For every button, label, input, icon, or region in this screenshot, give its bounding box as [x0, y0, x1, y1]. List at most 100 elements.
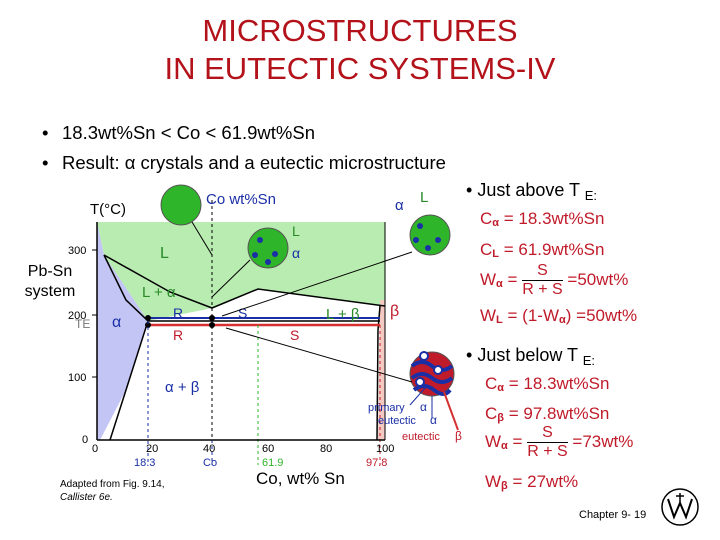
- just-above-w-alpha: Wα = S R + S =50wt%: [480, 262, 628, 299]
- primary-arrow: [409, 387, 426, 406]
- title-line-2: IN EUTECTIC SYSTEMS-IV: [164, 51, 556, 86]
- slide-title: MICROSTRUCTURES IN EUTECTIC SYSTEMS-IV: [0, 12, 720, 88]
- alpha-crystal-dot: [417, 223, 423, 229]
- callout-l: L: [420, 189, 428, 206]
- region-l-beta: L + β: [326, 306, 360, 323]
- c-alpha-sub: α: [492, 217, 500, 229]
- x-special-co: Co: [203, 457, 217, 469]
- x-tick-label: 0: [92, 443, 98, 455]
- eutectic-beta: β: [455, 429, 462, 443]
- callout-l-small: L: [292, 223, 300, 239]
- w-l-sub: L: [496, 314, 503, 326]
- x-tick-label: 100: [376, 443, 394, 455]
- r-label-top: R: [173, 305, 183, 321]
- just-above-heading-sub: E:: [584, 188, 598, 203]
- bullet-composition: 18.3wt%Sn < Co < 61.9wt%Sn: [42, 118, 446, 148]
- alpha-crystal-dot: [272, 251, 278, 257]
- c-beta-sub: β: [497, 412, 504, 424]
- s-label-bottom: S: [290, 327, 299, 343]
- system-label-line-1: Pb-Sn: [27, 263, 73, 280]
- x-tick-label: 40: [203, 443, 215, 455]
- primary-label: primary: [368, 402, 405, 414]
- w-l-value: = (1-W: [507, 306, 559, 325]
- w-alpha-eq: =: [512, 431, 523, 451]
- tie-point: [209, 322, 215, 328]
- c-l-sub: L: [492, 248, 500, 260]
- eutectic-label-1: eutectic: [378, 415, 416, 427]
- primary-alpha-dot: [415, 377, 425, 387]
- label-beta: β: [390, 303, 399, 320]
- bullet-result: Result: α crystals and a eutectic micros…: [42, 148, 446, 178]
- fraction-numerator: S: [527, 424, 568, 443]
- just-below-heading-text: Just below T: [477, 345, 578, 365]
- r-label-bottom: R: [173, 327, 183, 343]
- co-circle-label: Co wt%Sn: [206, 191, 276, 208]
- just-above-c-l: CL = 61.9wt%Sn: [480, 240, 604, 260]
- w-alpha-fraction: S R + S: [527, 424, 568, 461]
- primary-alpha: α: [420, 400, 427, 414]
- x-special-98: 97.8: [366, 457, 387, 469]
- bullet-list: 18.3wt%Sn < Co < 61.9wt%Sn Result: α cry…: [42, 118, 446, 178]
- alpha-crystal-dot: [257, 237, 263, 243]
- solidus-beta: [376, 305, 381, 441]
- alpha-region: [97, 222, 148, 440]
- w-alpha-symbol: W: [485, 431, 502, 451]
- l-alpha-pointer: [211, 259, 251, 298]
- primary-alpha-dot: [419, 351, 429, 361]
- c-l-value: = 61.9wt%Sn: [503, 240, 605, 259]
- w-beta-symbol: W: [485, 472, 502, 491]
- adapted-line-1: Adapted from Fig. 9.14,: [60, 479, 165, 490]
- x-tick-label: 20: [146, 443, 158, 455]
- x-axis-label: Co, wt% Sn: [256, 469, 345, 488]
- w-beta-value: = 27wt%: [512, 472, 579, 491]
- y-tick-label: 200: [68, 310, 86, 322]
- university-logo-icon: [661, 488, 699, 526]
- just-below-w-beta: Wβ = 27wt%: [485, 472, 578, 492]
- region-alpha: α: [112, 314, 121, 331]
- eutectic-alpha: α: [430, 413, 437, 427]
- region-l-alpha: L + α: [142, 284, 176, 301]
- tie-point: [145, 322, 151, 328]
- c-alpha-value: = 18.3wt%Sn: [508, 374, 610, 393]
- x-tick-label: 60: [262, 443, 274, 455]
- co-circle-pointer: [191, 221, 213, 256]
- eutectic-beta-arrow: [443, 391, 459, 431]
- lamellae: [410, 372, 454, 384]
- callout-alpha: α: [395, 197, 404, 214]
- w-alpha-symbol: W: [480, 269, 497, 289]
- just-above-w-l: WL = (1-Wα) =50wt%: [480, 306, 637, 326]
- w-alpha-eq: =: [507, 269, 518, 289]
- callout-alpha-small: α: [292, 245, 300, 261]
- w-l-symbol: W: [480, 306, 497, 325]
- lamellae: [410, 360, 454, 372]
- alpha-crystal-dot: [435, 237, 441, 243]
- chapter-footer: Chapter 9- 19: [579, 509, 647, 521]
- c-alpha-value: = 18.3wt%Sn: [503, 209, 605, 228]
- w-l-value-end: ) =50wt%: [565, 306, 638, 325]
- fraction-denominator: R + S: [527, 443, 568, 460]
- w-alpha-sub: α: [501, 439, 508, 452]
- primary-alpha-dot: [433, 365, 443, 375]
- w-alpha-fraction: S R + S: [522, 262, 563, 299]
- w-beta-sub: β: [501, 480, 508, 492]
- title-line-1: MICROSTRUCTURES: [202, 13, 518, 48]
- just-below-c-beta: Cβ = 97.8wt%Sn: [485, 404, 609, 424]
- liquidus-left: [103, 254, 213, 309]
- system-label: Pb-Sn system: [10, 262, 90, 302]
- w-l-value-sub: α: [559, 314, 566, 326]
- c-alpha-symbol: C: [480, 209, 493, 228]
- l-alpha-region: [104, 255, 212, 321]
- tie-point: [145, 315, 151, 321]
- alpha-crystal-dot: [425, 245, 431, 251]
- just-above-heading-text: Just above T: [477, 180, 580, 200]
- w-alpha-sub: α: [496, 277, 503, 290]
- co-microstructure-circle: [160, 184, 202, 226]
- alpha-crystal-dot: [413, 237, 419, 243]
- c-beta-symbol: C: [485, 404, 498, 423]
- c-alpha-symbol: C: [485, 374, 498, 393]
- adapted-caption: Adapted from Fig. 9.14, Callister 6e.: [60, 478, 165, 504]
- c-beta-value: = 97.8wt%Sn: [508, 404, 610, 423]
- just-below-heading: • Just below T E:: [466, 345, 596, 368]
- region-alpha-beta: α + β: [165, 379, 200, 396]
- alpha-crystal-dot: [265, 259, 271, 265]
